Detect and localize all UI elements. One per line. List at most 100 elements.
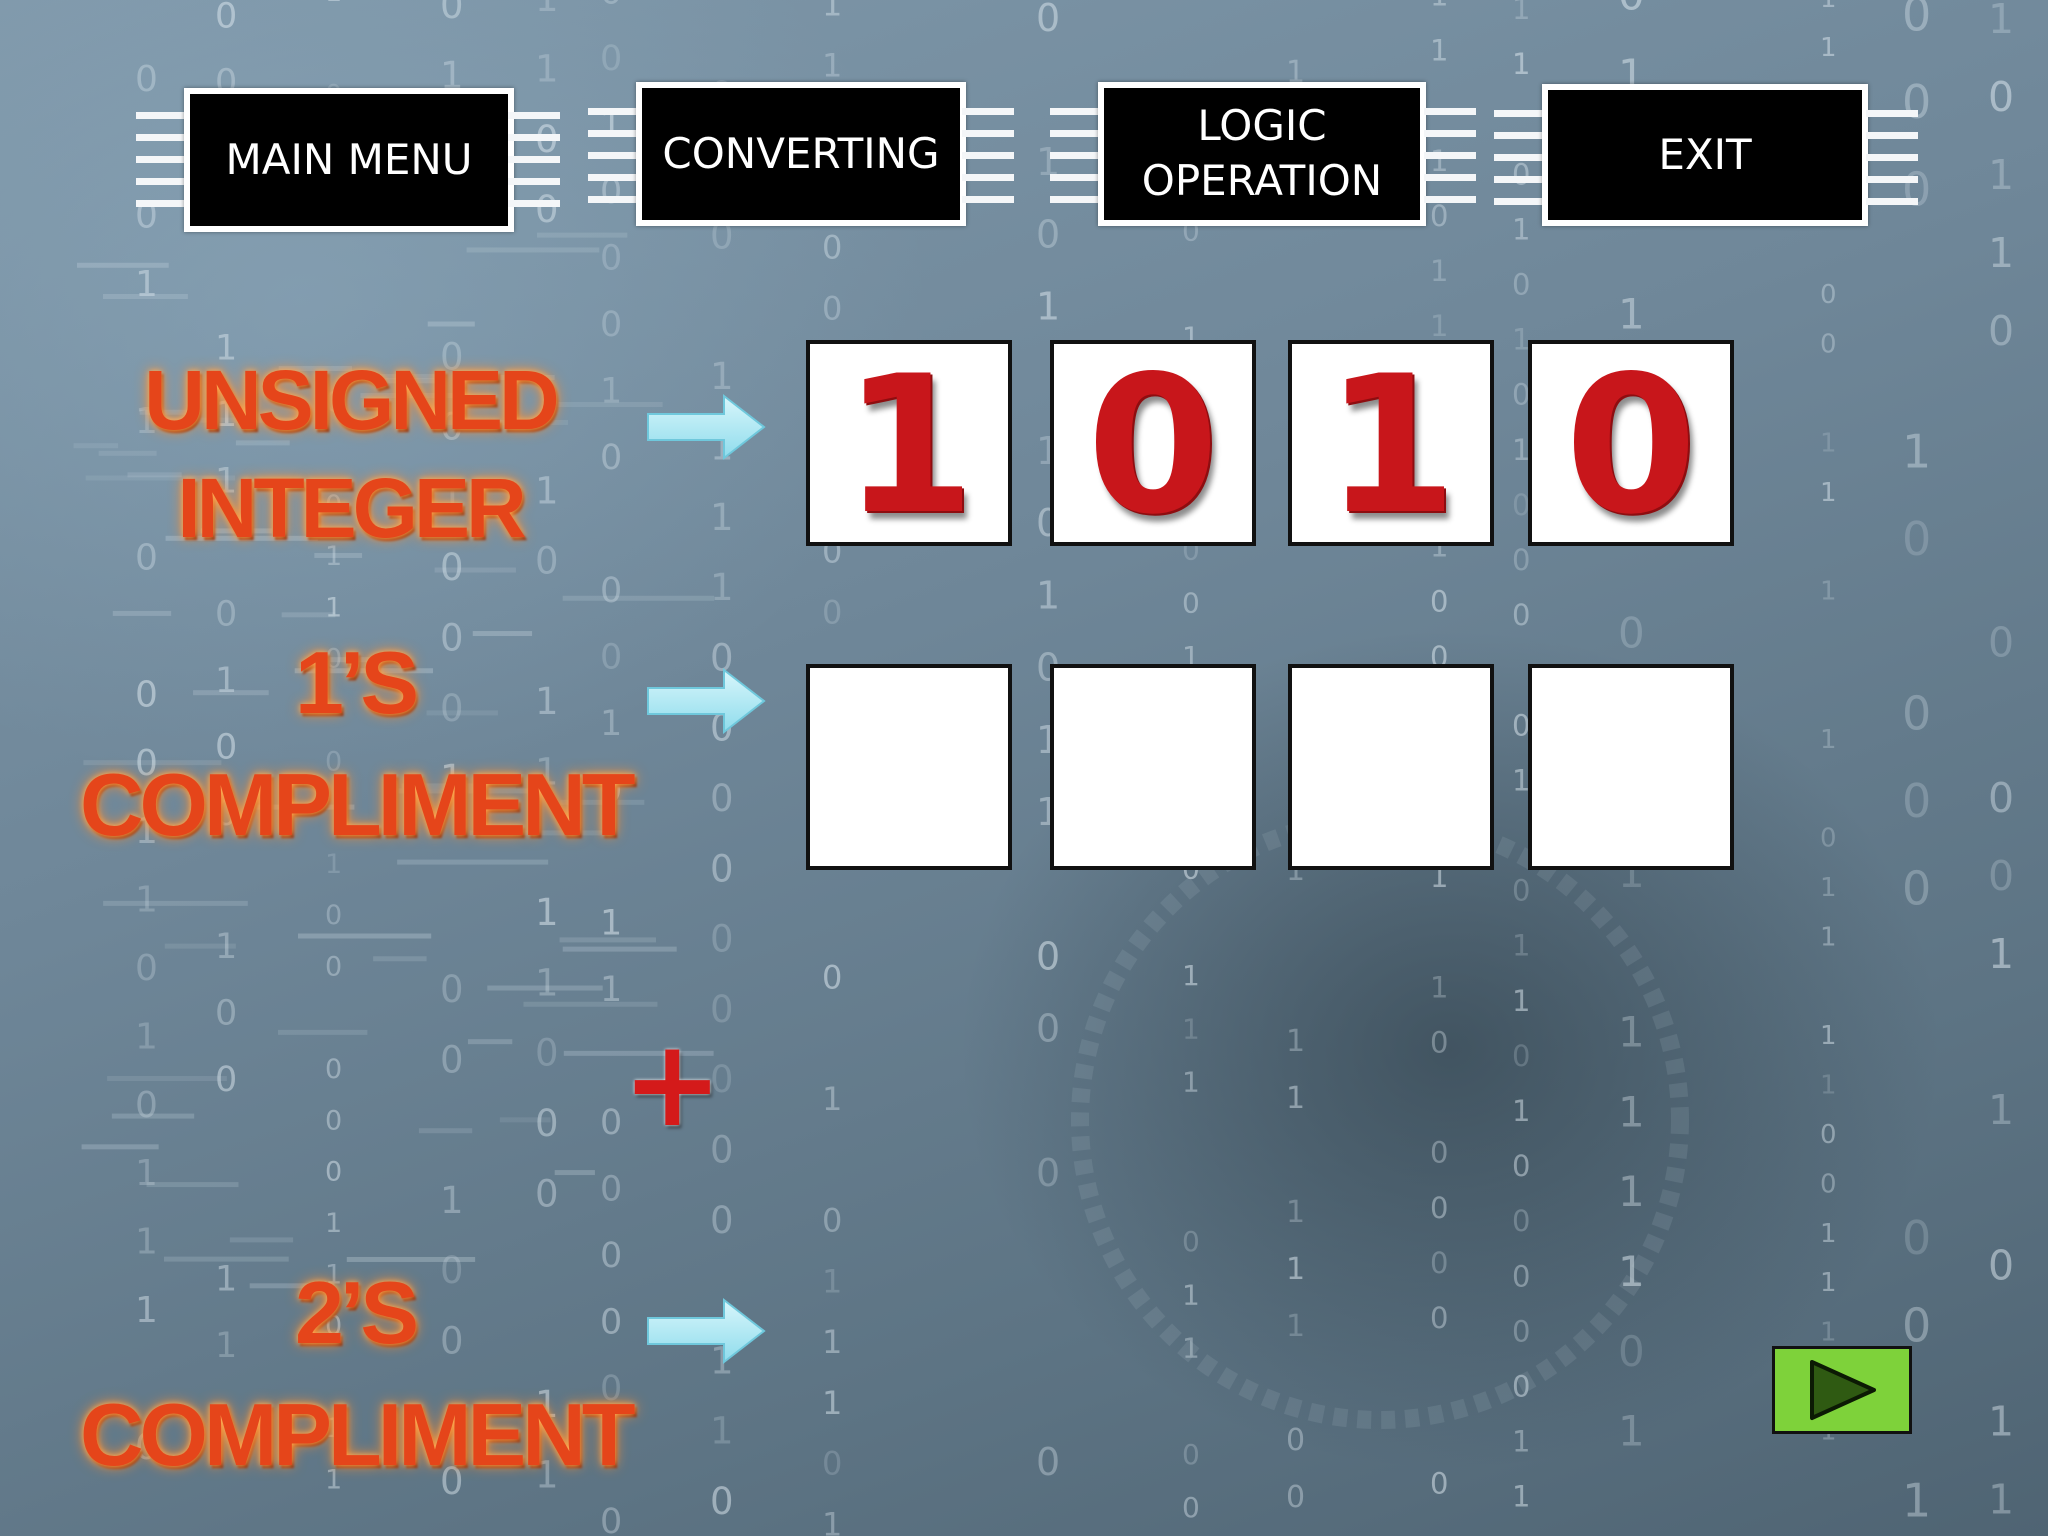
svg-text:1: 1: [1286, 1024, 1305, 1059]
svg-text:1: 1: [1512, 0, 1530, 26]
svg-text:0: 0: [822, 1445, 842, 1483]
unsigned-integer-label: UNSIGNED INTEGER: [100, 346, 600, 562]
svg-text:1: 1: [600, 970, 622, 1010]
svg-text:1: 1: [535, 1383, 559, 1426]
svg-text:0: 0: [1988, 774, 2014, 822]
svg-text:0: 0: [325, 900, 342, 931]
svg-text:1: 1: [1820, 1071, 1837, 1101]
svg-text:0: 0: [135, 743, 158, 784]
logic-operation-label: LOGIC OPERATION: [1142, 99, 1382, 208]
svg-text:0: 0: [440, 616, 464, 659]
svg-text:1: 1: [1036, 285, 1060, 329]
svg-text:0: 0: [1902, 1299, 1931, 1353]
svg-text:1: 1: [822, 46, 842, 84]
svg-text:1: 1: [215, 661, 237, 701]
svg-text:0: 0: [1182, 1225, 1200, 1258]
svg-text:1: 1: [1988, 930, 2014, 978]
svg-text:1: 1: [710, 1410, 734, 1453]
unsigned-bit-digit: 1: [1324, 335, 1458, 556]
svg-text:1: 1: [215, 927, 237, 967]
svg-text:0: 0: [325, 1311, 342, 1342]
svg-text:1: 1: [535, 891, 559, 934]
svg-text:0: 0: [710, 847, 734, 890]
svg-text:0: 0: [440, 546, 464, 589]
svg-text:0: 0: [440, 406, 464, 449]
svg-text:1: 1: [822, 1505, 842, 1536]
converting-button[interactable]: CONVERTING: [636, 82, 966, 226]
logic-operation-line2: OPERATION: [1141, 156, 1383, 205]
svg-text:1: 1: [1512, 47, 1530, 81]
svg-text:1: 1: [822, 1080, 842, 1118]
svg-text:0: 0: [822, 1201, 842, 1239]
svg-text:0: 0: [135, 538, 158, 579]
svg-text:1: 1: [1182, 1278, 1200, 1311]
ones-complement-bit-box[interactable]: [806, 664, 1012, 870]
svg-text:0: 0: [535, 1102, 559, 1145]
svg-text:0: 0: [1820, 824, 1837, 854]
svg-text:0: 0: [535, 1032, 559, 1075]
ones-complement-bit-box[interactable]: [1050, 664, 1256, 870]
exit-button[interactable]: EXIT: [1542, 84, 1868, 226]
svg-text:1: 1: [535, 1453, 559, 1496]
svg-text:0: 0: [1902, 162, 1931, 216]
svg-text:0: 0: [710, 988, 734, 1031]
svg-text:1: 1: [1988, 1475, 2014, 1523]
svg-text:1: 1: [1820, 33, 1837, 63]
svg-text:1: 1: [1988, 151, 2014, 199]
svg-text:1: 1: [440, 757, 464, 800]
svg-text:1: 1: [1286, 55, 1305, 90]
svg-text:1: 1: [1988, 229, 2014, 277]
svg-text:0: 0: [600, 1103, 622, 1143]
svg-text:1: 1: [1618, 1167, 1645, 1216]
plus-sign: +: [622, 1015, 723, 1154]
next-slide-button[interactable]: [1772, 1346, 1912, 1434]
svg-text:0: 0: [1512, 268, 1530, 302]
svg-text:0: 0: [600, 571, 622, 611]
svg-text:0: 0: [440, 1460, 464, 1503]
svg-text:0: 0: [600, 1169, 622, 1209]
svg-text:0: 0: [1430, 1191, 1448, 1225]
svg-text:0: 0: [535, 188, 559, 231]
svg-text:1: 1: [1430, 34, 1448, 68]
svg-text:1: 1: [1182, 1012, 1200, 1045]
svg-text:0: 0: [135, 1427, 158, 1468]
main-menu-button[interactable]: MAIN MENU: [184, 88, 514, 232]
svg-text:0: 0: [1902, 687, 1931, 741]
svg-text:0: 0: [1430, 199, 1448, 233]
ones-complement-bit-box[interactable]: [1528, 664, 1734, 870]
svg-text:1: 1: [1820, 577, 1837, 607]
logic-operation-button[interactable]: LOGIC OPERATION: [1098, 82, 1426, 226]
ones-complement-label: 1’S COMPLIMENT: [80, 622, 636, 866]
svg-text:1: 1: [215, 462, 237, 502]
svg-text:0: 0: [710, 636, 734, 679]
svg-text:1: 1: [325, 1413, 342, 1444]
svg-text:0: 0: [1512, 598, 1530, 632]
svg-text:0: 0: [1902, 512, 1931, 566]
svg-text:0: 0: [1902, 862, 1931, 916]
svg-text:0: 0: [710, 918, 734, 961]
svg-text:0: 0: [215, 1060, 237, 1100]
svg-text:0: 0: [135, 674, 158, 715]
svg-text:1: 1: [1512, 433, 1530, 467]
svg-text:1: 1: [1512, 323, 1530, 357]
svg-text:1: 1: [1902, 1473, 1931, 1527]
svg-text:0: 0: [822, 593, 842, 631]
twos-complement-label: 2’S COMPLIMENT: [80, 1252, 636, 1496]
chip-pins-left: [1494, 110, 1546, 206]
svg-text:0: 0: [1512, 1149, 1530, 1183]
svg-text:1: 1: [1820, 0, 1837, 14]
svg-text:1: 1: [325, 1259, 342, 1290]
ones-complement-bit-box[interactable]: [1288, 664, 1494, 870]
unsigned-bit-digit: 1: [842, 335, 976, 556]
svg-text:0: 0: [600, 1236, 622, 1276]
svg-text:0: 0: [710, 1199, 734, 1242]
svg-text:0: 0: [440, 0, 464, 27]
svg-text:1: 1: [1988, 0, 2014, 43]
chip-pins-left: [588, 108, 640, 204]
svg-text:1: 1: [1182, 1065, 1200, 1098]
main-menu-label: MAIN MENU: [225, 134, 473, 184]
svg-text:0: 0: [1988, 73, 2014, 121]
svg-text:1: 1: [1618, 1407, 1645, 1456]
svg-text:1: 1: [535, 47, 559, 90]
svg-text:1: 1: [535, 961, 559, 1004]
